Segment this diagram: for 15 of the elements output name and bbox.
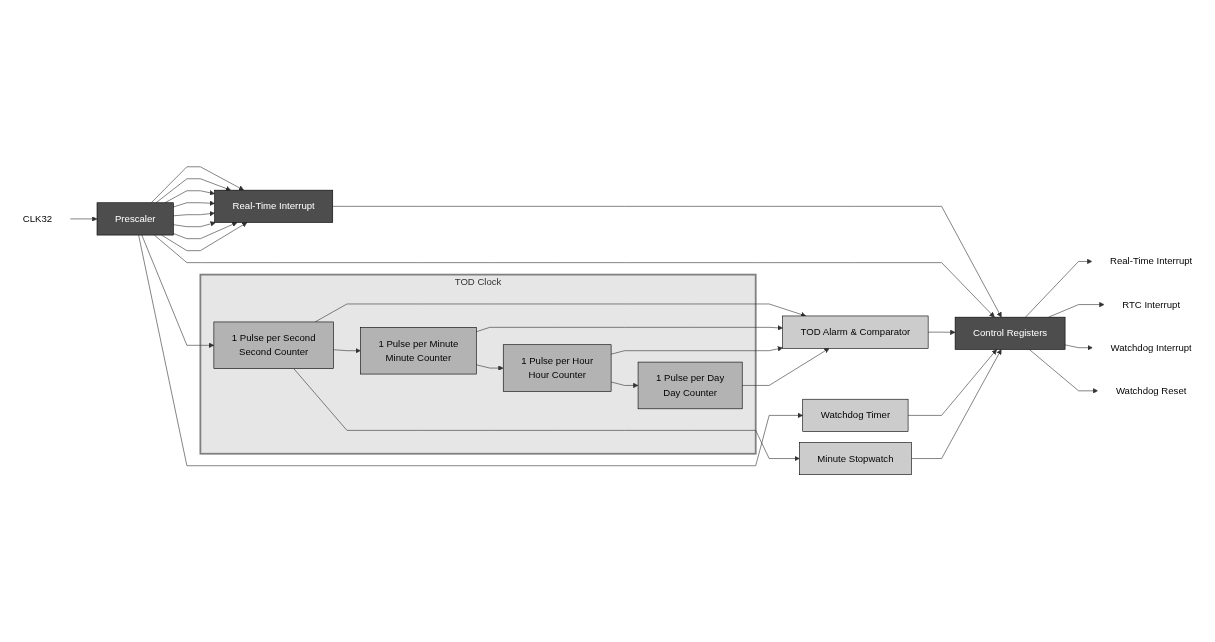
node-text: CLK32	[22, 213, 53, 224]
node-box: 1 Pulse per Second Second Counter	[213, 321, 334, 370]
node-text: Watchdog Interrupt	[1110, 342, 1192, 353]
node-text: Watchdog Reset	[1115, 385, 1187, 396]
node-text: Real-Time Interrupt	[1110, 256, 1193, 267]
node-box: Control Registers	[954, 317, 1066, 351]
node-box: 1 Pulse per Minute Minute Counter	[360, 327, 477, 375]
node-box: Prescaler	[96, 202, 174, 236]
node-box: 1 Pulse per Day Day Counter	[637, 362, 743, 410]
node-text: RTC Interrupt	[1122, 299, 1181, 310]
node-box: 1 Pulse per Hour Hour Counter	[502, 344, 612, 392]
node-box: Watchdog Timer	[802, 399, 909, 433]
node-box: Real-Time Interrupt	[214, 190, 334, 224]
node-box: Minute Stopwatch	[799, 442, 912, 476]
node-box: TOD Alarm & Comparator	[782, 315, 929, 349]
